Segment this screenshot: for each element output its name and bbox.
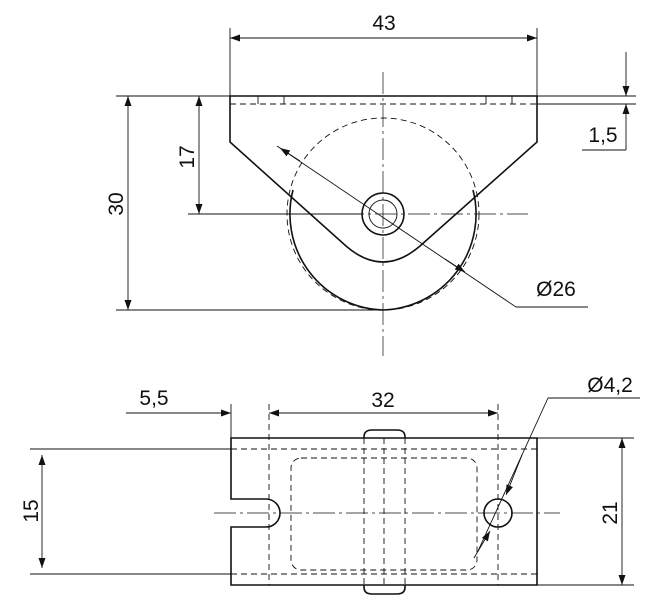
hole-leader [477,397,549,552]
arrow [279,147,301,162]
dim-plate-inner-width: 15 [20,499,43,522]
dim-axle-height: 17 [176,145,199,168]
dim-wheel-diameter: Ø26 [536,278,576,301]
dim-offset-top: 1,5 [588,124,617,147]
dim-plate-depth: 21 [599,501,622,524]
top-dimensions: 5,5 32 15 21 Ø4,2 [20,374,640,586]
wheel-left-arc [289,189,384,311]
arrow [444,258,466,273]
dim-overall-width: 43 [372,12,395,35]
wheel-band-top [363,429,406,438]
dim-hole-spacing: 32 [371,389,394,412]
top-view [214,404,560,595]
dim-slot-offset: 5,5 [139,387,168,410]
wheel-band-bottom [363,585,406,595]
front-view [229,72,538,356]
arrow [505,454,523,496]
diameter-leader [276,145,517,308]
bracket-outline [229,95,538,263]
arrow [473,530,491,559]
dim-hole-diameter: Ø4,2 [587,374,633,397]
front-dimensions: 43 30 17 1,5 Ø26 [105,12,636,311]
dim-overall-height: 30 [105,192,128,215]
